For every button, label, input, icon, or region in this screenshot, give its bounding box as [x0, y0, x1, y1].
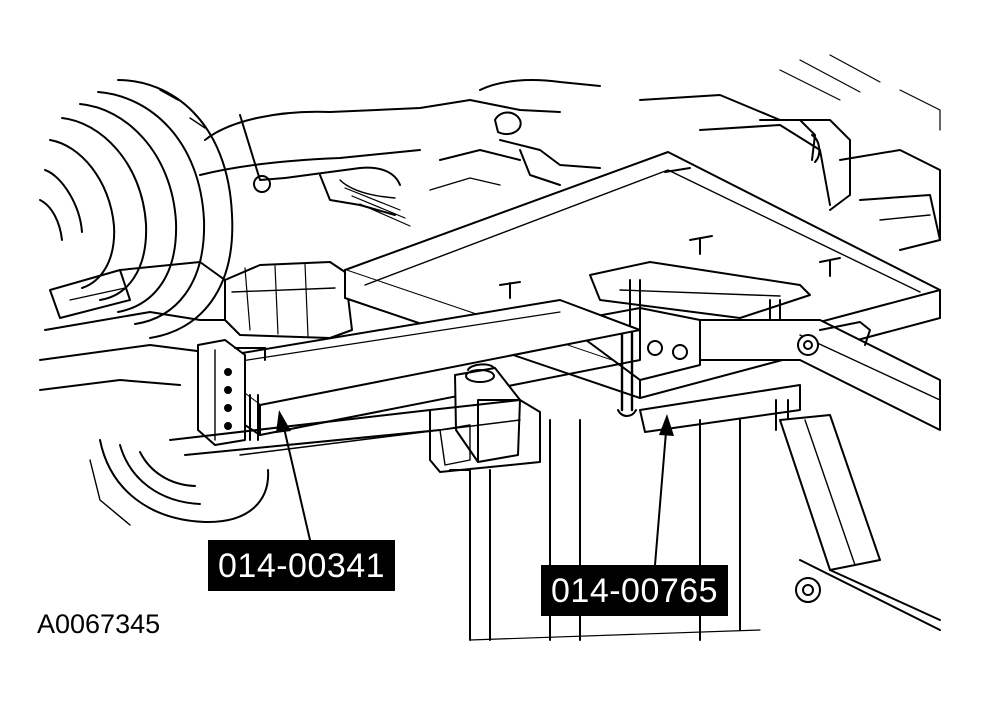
engine-pan-drawing	[39, 261, 353, 391]
callout-arrows	[276, 410, 674, 566]
hitch-tube-drawing	[429, 363, 541, 473]
right-engine-drawing	[639, 54, 941, 251]
callout-arrow-support-bracket	[654, 431, 667, 566]
upper-suspension-drawing	[199, 79, 601, 227]
callout-label-support-bracket: 014-00765	[541, 565, 729, 616]
callout-arrow-adapter-bar	[283, 427, 311, 541]
callout-label-adapter-bar: 014-00341	[208, 540, 396, 591]
adapter-bar-drawing	[197, 299, 641, 446]
callout-arrowhead-support-bracket	[659, 414, 674, 436]
figure-id-label: A0067345	[37, 609, 161, 639]
callout-arrowhead-adapter-bar	[276, 410, 291, 433]
right-crossmember-drawing	[699, 319, 941, 631]
lower-wheel-drawing	[89, 439, 270, 526]
tire-drawing	[39, 79, 234, 339]
